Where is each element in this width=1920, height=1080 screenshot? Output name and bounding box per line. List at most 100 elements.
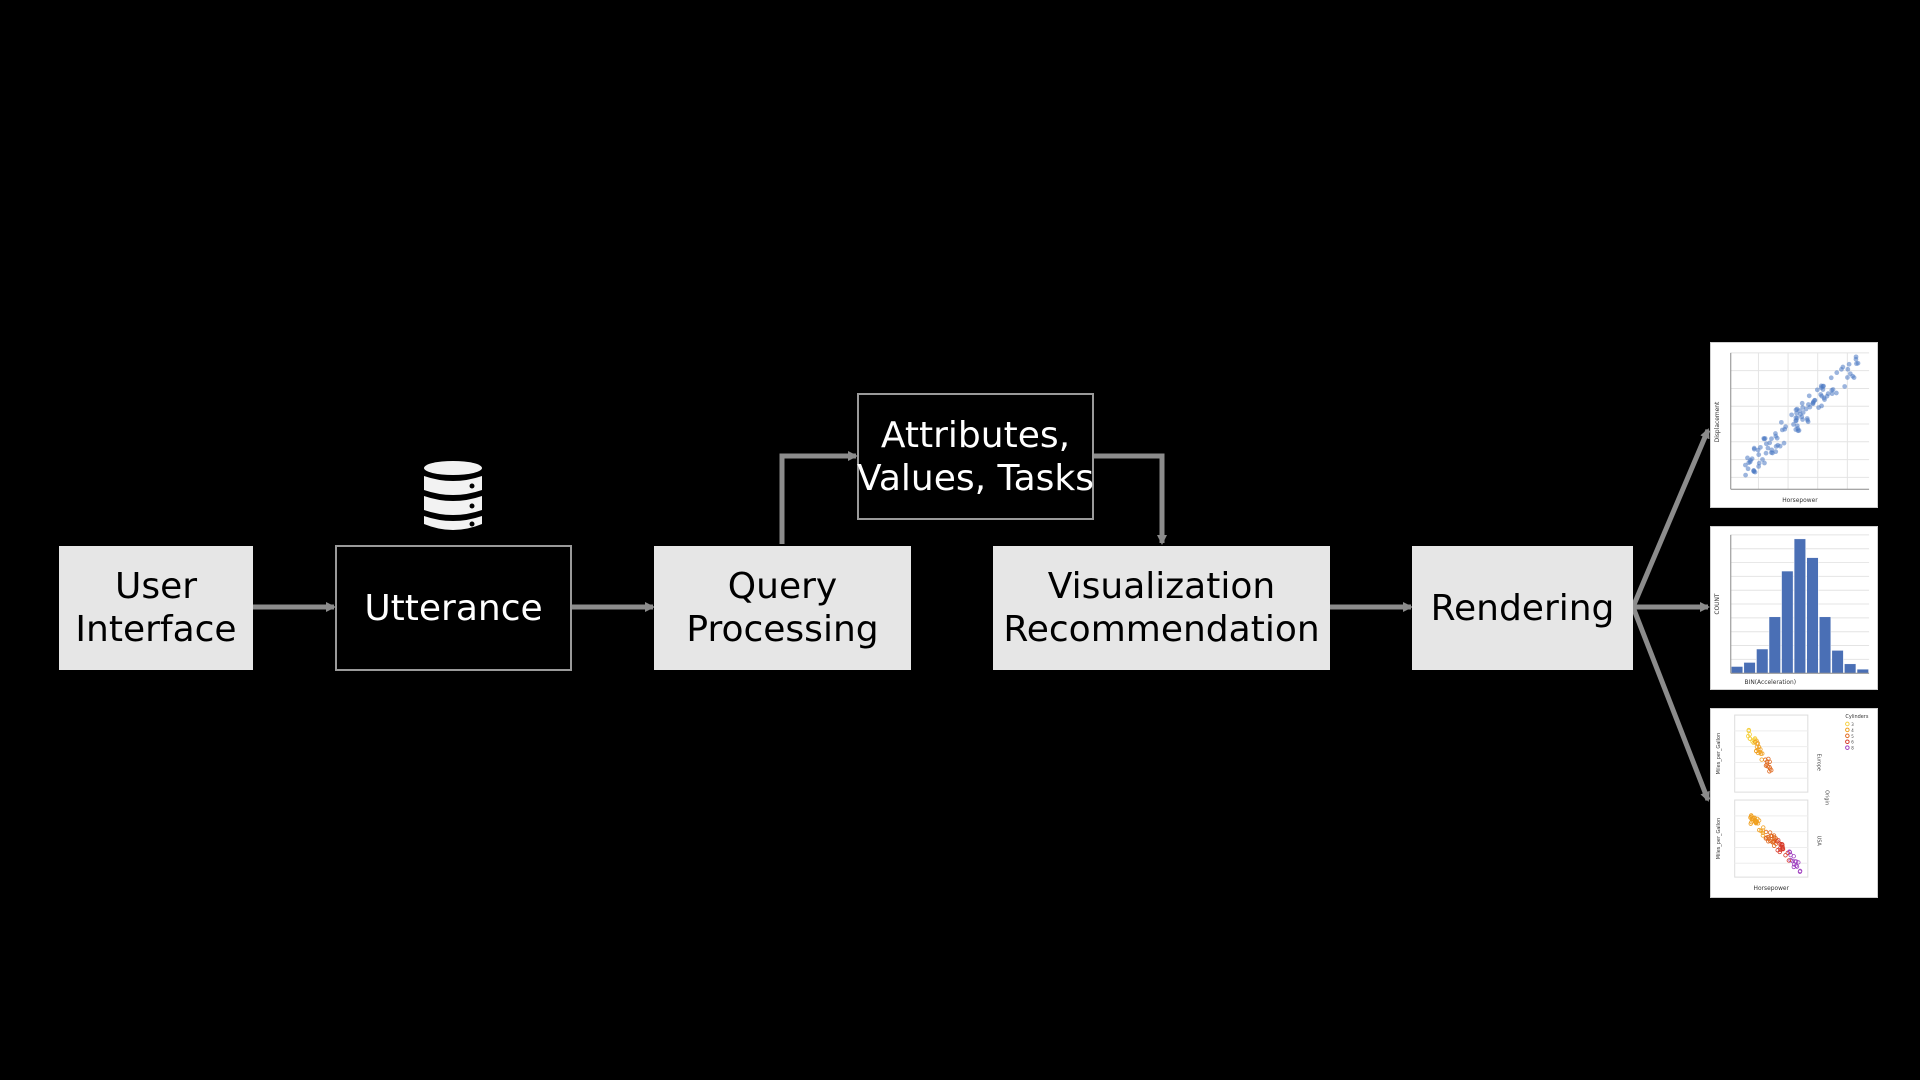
trellis-point	[1788, 858, 1793, 863]
trellis-thumbnail: Europe USA Origin Horsepower Miles_per_G…	[1710, 708, 1878, 898]
user-interface-label-line1: User	[114, 566, 198, 607]
scatter-point	[1834, 370, 1840, 376]
scatter-point	[1818, 392, 1824, 397]
utterance-box: Utterance	[335, 545, 572, 671]
scatter-point	[1751, 446, 1757, 452]
user-interface-label-line2: Interface	[75, 609, 237, 650]
scatter-point	[1800, 417, 1805, 422]
trellis-point	[1786, 858, 1792, 863]
trellis-point	[1758, 747, 1763, 752]
scatter-point	[1793, 415, 1799, 421]
scatter-plot-thumbnail: Horsepower Displacement	[1710, 342, 1878, 508]
trellis-point	[1770, 840, 1775, 845]
trellis-y-label-bottom: Miles_per_Gallon	[1716, 818, 1722, 860]
scatter-point	[1828, 375, 1834, 381]
trellis-legend-item: 5	[1851, 734, 1854, 739]
histogram-thumbnail: BIN(Acceleration) COUNT	[1710, 526, 1878, 690]
trellis-point	[1760, 833, 1766, 838]
visualization-recommendation-box: Visualization Recommendation	[993, 546, 1330, 670]
scatter-point	[1799, 400, 1805, 406]
scatter-point	[1812, 398, 1817, 403]
histogram-bar	[1768, 616, 1781, 674]
scatter-point	[1782, 426, 1788, 432]
scatter-point	[1746, 460, 1752, 466]
trellis-point	[1755, 816, 1760, 822]
histogram-x-label: BIN(Acceleration)	[1745, 680, 1797, 686]
scatter-point	[1791, 422, 1796, 427]
scatter-point	[1761, 436, 1767, 441]
arrow-rendering-to-scatter	[1630, 428, 1711, 608]
scatter-point	[1805, 419, 1811, 425]
rendering-label: Rendering	[1430, 587, 1615, 629]
trellis-point	[1783, 853, 1788, 858]
scatter-point	[1765, 445, 1771, 451]
scatter-point	[1773, 449, 1779, 455]
trellis-point	[1792, 859, 1798, 864]
trellis-legend-item: 4	[1851, 728, 1854, 733]
arrow-attributes-to-recommendation	[1094, 453, 1167, 545]
trellis-chart: Europe USA Origin Horsepower Miles_per_G…	[1716, 714, 1869, 892]
trellis-point	[1759, 757, 1764, 762]
trellis-facet-title: Origin	[1824, 790, 1830, 805]
histogram-bar	[1743, 662, 1756, 674]
trellis-point	[1794, 863, 1799, 868]
scatter-x-label: Horsepower	[1782, 498, 1818, 504]
trellis-y-label-top: Miles_per_Gallon	[1716, 733, 1722, 775]
scatter-point	[1853, 356, 1859, 362]
trellis-point	[1760, 751, 1765, 756]
scatter-point	[1816, 405, 1821, 410]
scatter-point	[1847, 371, 1853, 377]
scatter-point	[1763, 450, 1769, 456]
database-icon	[424, 461, 482, 530]
scatter-point	[1806, 402, 1811, 407]
trellis-point	[1768, 838, 1773, 844]
trellis-top-panel	[1734, 714, 1809, 793]
user-interface-box: User Interface	[59, 546, 253, 670]
trellis-point	[1747, 736, 1753, 741]
histogram-bar	[1731, 666, 1744, 674]
visualization-recommendation-label-line1: Visualization	[1047, 566, 1276, 607]
trellis-legend: 3 4 5 6 8	[1845, 721, 1854, 751]
scatter-point	[1756, 464, 1762, 469]
scatter-point	[1793, 407, 1799, 413]
scatter-y-label: Displacement	[1715, 401, 1721, 442]
scatter-point	[1803, 406, 1809, 412]
histogram-bars	[1731, 538, 1869, 674]
trellis-point	[1769, 768, 1774, 773]
histogram-y-label: COUNT	[1715, 593, 1721, 615]
trellis-point	[1749, 817, 1755, 822]
scatter-point	[1822, 397, 1827, 402]
scatter-point	[1814, 387, 1820, 393]
histogram-bar	[1806, 557, 1819, 674]
scatter-point	[1758, 444, 1763, 450]
scatter-point	[1743, 462, 1748, 468]
attributes-label-line2: Values, Tasks	[857, 457, 1094, 499]
histogram-bar	[1856, 668, 1869, 674]
trellis-point	[1763, 763, 1769, 768]
scatter-point	[1800, 410, 1806, 415]
trellis-point	[1791, 854, 1796, 859]
scatter-point	[1796, 428, 1802, 433]
scatter-point	[1769, 447, 1775, 453]
trellis-top-points	[1745, 727, 1774, 774]
trellis-point	[1755, 750, 1761, 756]
trellis-point	[1767, 830, 1773, 835]
trellis-point	[1780, 844, 1785, 850]
trellis-point	[1753, 819, 1758, 825]
scatter-point	[1781, 440, 1787, 446]
trellis-point	[1797, 868, 1803, 874]
query-processing-label-line2: Processing	[686, 609, 879, 650]
trellis-bottom-points	[1748, 813, 1803, 874]
trellis-point	[1775, 839, 1780, 844]
scatter-point	[1794, 423, 1800, 429]
trellis-point	[1753, 820, 1759, 825]
scatter-point	[1829, 391, 1835, 397]
scatter-point	[1743, 472, 1748, 478]
histogram-bar	[1831, 650, 1844, 674]
trellis-legend-item: 6	[1851, 740, 1854, 745]
histogram-bar	[1781, 570, 1794, 674]
trellis-point	[1766, 839, 1771, 844]
query-processing-label-line1: Query	[727, 566, 838, 607]
histogram-bar	[1756, 648, 1769, 674]
